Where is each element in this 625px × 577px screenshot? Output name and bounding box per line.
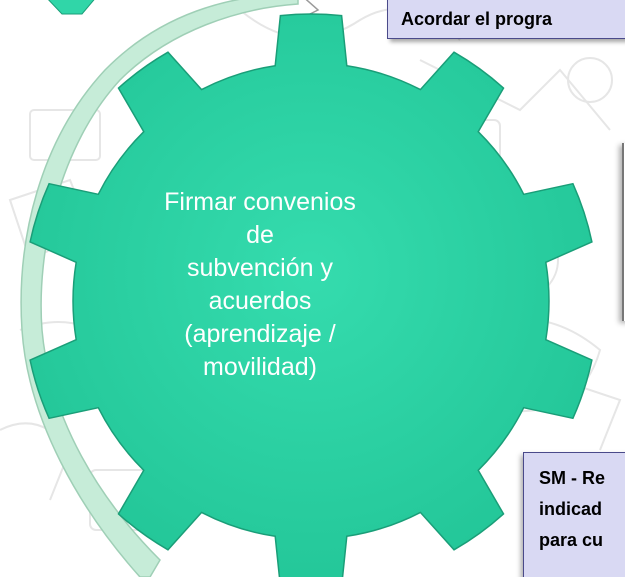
bottom-callout-box: SM - Re indicad para cu xyxy=(523,452,625,577)
bottom-callout-line-1: SM - Re xyxy=(539,468,606,488)
bottom-callout-line-3: para cu xyxy=(539,530,604,550)
gear-label: Firmar convenios de subvención y acuerdo… xyxy=(164,188,356,381)
top-callout-box: Acordar el progra xyxy=(387,0,625,39)
bottom-callout-line-2: indicad xyxy=(539,499,603,519)
top-callout-text: Acordar el progra xyxy=(401,9,553,29)
side-panel-fragment xyxy=(622,143,625,321)
